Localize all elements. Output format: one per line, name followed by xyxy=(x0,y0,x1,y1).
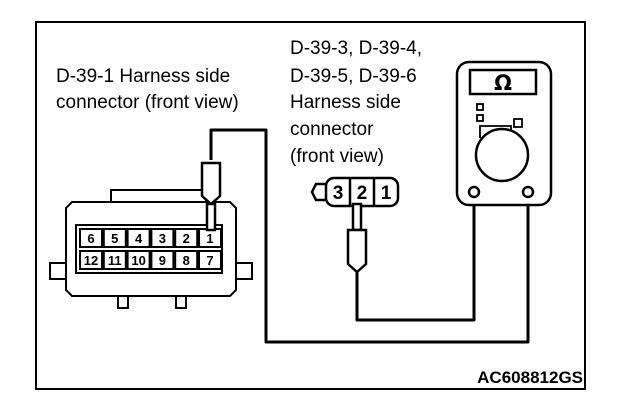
left-connector xyxy=(49,189,253,309)
right-connector-label-line1: D-39-3, D-39-4, xyxy=(290,38,422,59)
left-connector-pin: 11 xyxy=(102,250,127,270)
left-connector-pin-number: 2 xyxy=(183,231,190,246)
left-probe-tip xyxy=(205,202,217,232)
left-connector-pin-box xyxy=(150,250,175,270)
left-connector-pin: 10 xyxy=(126,250,151,270)
right-connector-pin-number: 1 xyxy=(381,183,392,204)
left-probe xyxy=(200,161,222,232)
ohmmeter xyxy=(455,60,553,207)
ohm-symbol-icon: Ω xyxy=(494,71,512,95)
left-connector-pin-box xyxy=(198,250,222,270)
right-lead-wire xyxy=(355,198,476,322)
right-probe xyxy=(346,202,368,274)
left-connector-pin-number: 12 xyxy=(84,253,98,268)
right-probe-tip xyxy=(351,202,363,232)
left-connector-foot-right xyxy=(175,295,187,309)
left-connector-pin-box xyxy=(102,250,127,270)
left-connector-pin: 1 xyxy=(198,228,222,248)
left-connector-ear-left xyxy=(49,262,67,280)
left-connector-pin: 9 xyxy=(150,250,175,270)
left-connector-pin-number: 4 xyxy=(135,231,143,246)
left-connector-pin: 4 xyxy=(126,228,151,248)
left-lead-wire xyxy=(209,128,530,344)
left-connector-pin-box xyxy=(126,250,151,270)
right-connector-nose xyxy=(310,182,326,202)
left-connector-pin-box xyxy=(150,228,175,248)
right-connector-label-line3: Harness side xyxy=(290,92,401,113)
left-connector-pin-box xyxy=(79,228,103,248)
right-connector-label-line2: D-39-5, D-39-6 xyxy=(290,66,417,87)
left-connector-pin: 3 xyxy=(150,228,175,248)
right-connector-label-line5: (front view) xyxy=(290,146,384,167)
left-connector-pin: 5 xyxy=(102,228,127,248)
left-connector-pin-box xyxy=(174,250,199,270)
ohmmeter-switch-2 xyxy=(476,114,484,122)
left-connector-pin-number: 3 xyxy=(159,231,166,246)
left-connector-foot-left xyxy=(117,295,129,309)
ohmmeter-switch-3 xyxy=(513,118,523,128)
left-connector-label-line1: D-39-1 Harness side xyxy=(56,66,230,87)
left-connector-latch xyxy=(110,189,207,203)
left-probe-handle xyxy=(200,161,222,206)
left-connector-pin: 8 xyxy=(174,250,199,270)
left-connector-pin-number: 6 xyxy=(87,231,94,246)
left-connector-pin-number: 5 xyxy=(111,231,118,246)
left-connector-pin-box xyxy=(126,228,151,248)
left-connector-pins: 6 5 4 3 2 1 12 11 10 9 8 7 xyxy=(79,228,222,270)
ohmmeter-display xyxy=(468,68,538,96)
left-connector-pin-box xyxy=(174,228,199,248)
left-connector-pin-number: 9 xyxy=(159,253,166,268)
left-connector-pin-box xyxy=(79,250,103,270)
right-connector-pin-number: 3 xyxy=(333,183,344,204)
left-connector-pin-number: 7 xyxy=(206,253,213,268)
left-connector-pin-box xyxy=(102,228,127,248)
left-connector-pin: 7 xyxy=(198,250,222,270)
diagram-frame xyxy=(35,21,586,390)
ohmmeter-terminal-right xyxy=(521,185,535,199)
left-connector-label-line2: connector (front view) xyxy=(56,92,239,113)
ohmmeter-dial-pointer xyxy=(479,125,512,138)
right-probe-handle xyxy=(346,228,368,274)
left-connector-pin: 6 xyxy=(79,228,103,248)
left-connector-pin-number: 1 xyxy=(206,231,213,246)
left-connector-pin-number: 11 xyxy=(108,253,122,268)
left-connector-ear-right xyxy=(235,262,253,280)
test-lead-wires xyxy=(209,128,530,344)
ohmmeter-terminal-left xyxy=(467,185,481,199)
left-connector-pin: 12 xyxy=(79,250,103,270)
left-connector-pin: 2 xyxy=(174,228,199,248)
left-connector-pin-number: 10 xyxy=(131,253,145,268)
ohmmeter-dial xyxy=(474,127,530,183)
figure-code: AC608812GS xyxy=(477,368,583,387)
right-connector-pin-number: 2 xyxy=(357,183,368,204)
ohmmeter-switch-1 xyxy=(476,103,484,111)
right-connector-label-line4: connector xyxy=(290,119,374,140)
left-connector-pin-number: 8 xyxy=(183,253,190,268)
